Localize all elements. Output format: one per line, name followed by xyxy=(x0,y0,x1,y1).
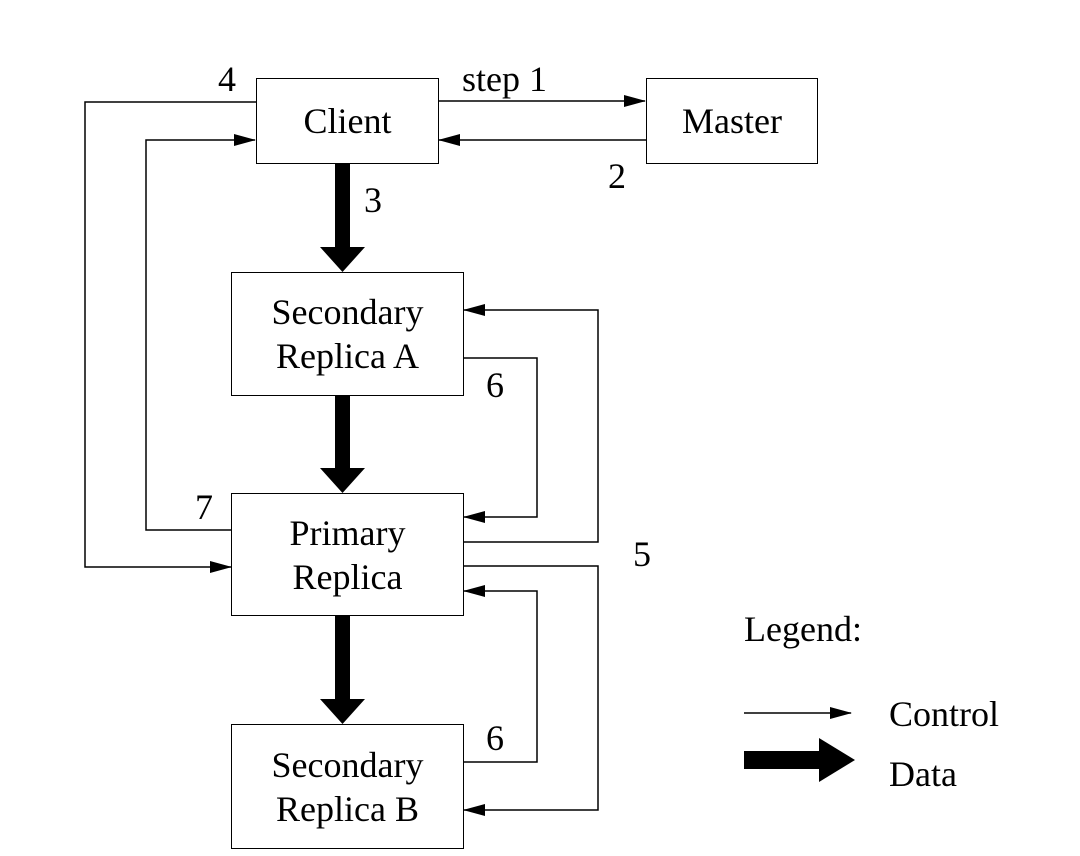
data-arrow-primary-to-secondary-b xyxy=(320,615,365,724)
arrow-secondary-a-to-primary xyxy=(463,357,538,523)
master-label: Master xyxy=(682,101,782,141)
secondary-a-label-line2: Replica A xyxy=(276,336,419,376)
client-node: Client xyxy=(256,78,439,164)
data-arrow-client-to-secondary-a xyxy=(320,163,365,272)
client-label: Client xyxy=(303,101,392,141)
arrow-primary-to-client xyxy=(145,134,256,531)
arrow-client-to-primary xyxy=(84,101,256,573)
master-node: Master xyxy=(646,78,818,164)
step-1-label: step 1 xyxy=(462,59,547,99)
step-7-label: 7 xyxy=(195,487,213,527)
primary-label-line2: Replica xyxy=(292,556,403,597)
step-5-label: 5 xyxy=(633,534,651,574)
secondary-replica-a-node: Secondary Replica A xyxy=(231,272,464,396)
secondary-a-label-line1: Secondary xyxy=(271,292,424,332)
primary-label-line1: Primary xyxy=(289,512,406,553)
data-arrow-secondary-a-to-primary xyxy=(320,396,365,493)
primary-replica-node: Primary Replica xyxy=(231,493,464,616)
step-4-label: 4 xyxy=(218,59,236,99)
secondary-b-label-line2: Replica B xyxy=(276,788,419,829)
legend-data-arrow xyxy=(744,738,855,782)
legend-control-label: Control xyxy=(889,694,1000,734)
step-6-label-lower: 6 xyxy=(486,718,504,758)
step-6-label-upper: 6 xyxy=(486,365,504,405)
legend-data-label: Data xyxy=(889,754,957,794)
step-3-label: 3 xyxy=(364,180,382,220)
legend-title: Legend: xyxy=(744,609,862,649)
secondary-b-label-line1: Secondary xyxy=(271,744,424,785)
arrow-primary-to-secondary-b xyxy=(463,565,599,816)
secondary-replica-b-node: Secondary Replica B xyxy=(231,724,464,849)
arrow-primary-to-secondary-a xyxy=(463,304,599,543)
arrow-secondary-b-to-primary xyxy=(463,585,538,763)
step-2-label: 2 xyxy=(608,156,626,196)
